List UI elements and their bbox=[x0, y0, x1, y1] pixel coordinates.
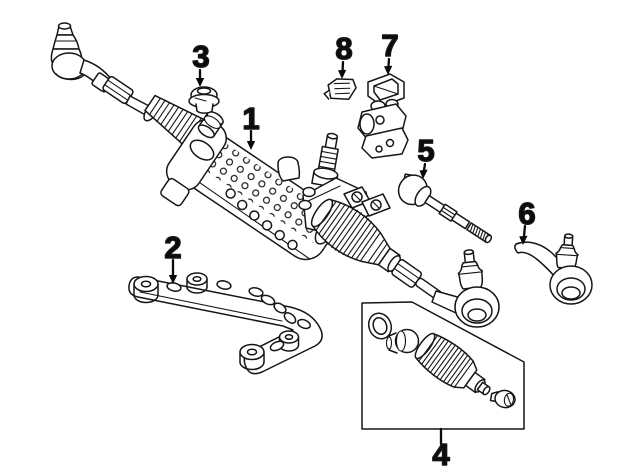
callout-4-number: 4 bbox=[432, 437, 450, 471]
callout-8: 8 bbox=[335, 30, 353, 79]
kit-clamp-drawing bbox=[489, 389, 516, 409]
callout-2: 2 bbox=[164, 229, 182, 284]
boot-kit-box bbox=[361, 301, 525, 430]
o-ring-drawing bbox=[367, 312, 393, 340]
callout-3-number: 3 bbox=[192, 39, 209, 74]
callout-7-number: 7 bbox=[381, 28, 398, 63]
callout-3: 3 bbox=[192, 38, 210, 87]
callout-8-number: 8 bbox=[335, 31, 352, 66]
callout-4: 4 bbox=[432, 427, 451, 471]
right-tie-rod-drawing bbox=[391, 249, 500, 328]
outer-tie-rod-end-drawing bbox=[514, 233, 593, 305]
coupling-drawing bbox=[357, 73, 409, 159]
callout-1: 1 bbox=[242, 100, 260, 150]
clamp-drawing bbox=[323, 78, 357, 100]
callout-5: 5 bbox=[417, 132, 435, 179]
callout-7: 7 bbox=[381, 27, 399, 75]
inner-tie-rod-drawing bbox=[397, 173, 493, 244]
left-tie-rod-end-drawing bbox=[50, 22, 159, 122]
grommet-drawing bbox=[188, 86, 220, 114]
steering-gear-assembly-drawing bbox=[50, 22, 500, 328]
mounting-bracket-drawing bbox=[128, 272, 323, 375]
kit-boot-drawing bbox=[414, 332, 491, 396]
callout-1-number: 1 bbox=[242, 101, 259, 136]
callout-2-number: 2 bbox=[164, 230, 181, 265]
callout-5-number: 5 bbox=[417, 133, 434, 168]
callout-6: 6 bbox=[518, 195, 536, 245]
rack-housing-drawing bbox=[160, 111, 338, 261]
plug-drawing bbox=[385, 328, 420, 354]
callout-6-number: 6 bbox=[518, 196, 535, 231]
